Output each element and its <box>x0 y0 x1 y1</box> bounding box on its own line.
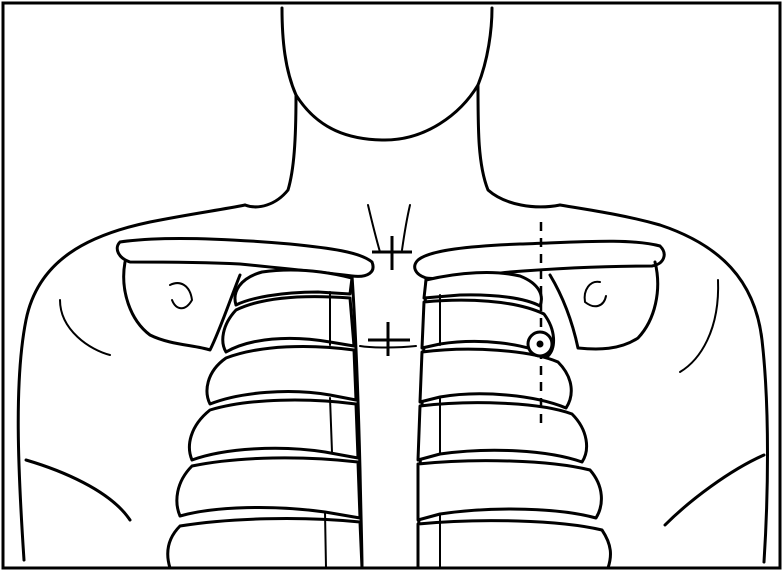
apex-point-marker <box>528 332 552 356</box>
figure-border <box>3 3 780 568</box>
